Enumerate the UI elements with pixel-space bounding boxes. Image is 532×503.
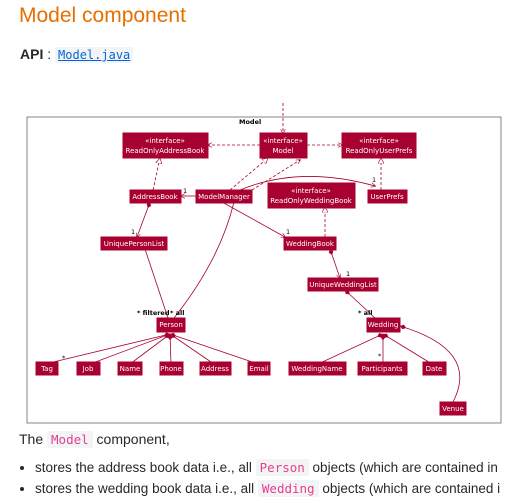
node-participants: Participants (357, 361, 408, 376)
svg-text:«interface»: «interface» (263, 137, 303, 145)
mult-label: * (378, 352, 382, 360)
svg-text:ModelManager: ModelManager (198, 193, 250, 201)
svg-text:Phone: Phone (160, 365, 182, 373)
node-name: Name (117, 361, 143, 376)
svg-text:Participants: Participants (361, 365, 402, 373)
list-item: stores the wedding book data i.e., all W… (35, 480, 532, 497)
diagram-edges (44, 103, 461, 403)
inline-code-model: Model (47, 431, 93, 448)
svg-text:«interface»: «interface» (145, 137, 185, 145)
node-date: Date (422, 361, 447, 376)
mult-label: 1 (372, 176, 376, 184)
list-item: stores the address book data i.e., all P… (35, 459, 532, 476)
svg-text:UniqueWeddingList: UniqueWeddingList (309, 281, 377, 289)
node-address: Address (199, 361, 232, 376)
node-unique-person-list: UniquePersonList (100, 236, 168, 251)
svg-text:ReadOnlyAddressBook: ReadOnlyAddressBook (126, 147, 206, 155)
svg-text:UserPrefs: UserPrefs (370, 193, 404, 201)
svg-text:Name: Name (120, 365, 141, 373)
bullet-list: stores the address book data i.e., all P… (19, 459, 532, 502)
node-user-prefs: UserPrefs (367, 189, 408, 204)
svg-text:Person: Person (159, 321, 183, 329)
mult-label: * (62, 354, 66, 362)
node-person: Person (156, 317, 186, 333)
section-heading: Model component (19, 4, 186, 27)
component-description: The Model component, (19, 431, 170, 448)
svg-text:WeddingName: WeddingName (291, 365, 342, 373)
svg-text:Job: Job (82, 365, 94, 373)
api-separator: : (43, 46, 56, 62)
svg-text:ReadOnlyUserPrefs: ReadOnlyUserPrefs (346, 147, 413, 155)
node-readonly-wedding-book: «interface» ReadOnlyWeddingBook (267, 182, 356, 209)
svg-text:Address: Address (201, 365, 229, 373)
node-job: Job (76, 361, 101, 376)
model-java-link[interactable]: Model.java (55, 47, 134, 63)
node-email: Email (247, 361, 271, 376)
mult-label: * filtered (137, 309, 170, 317)
api-label: API (20, 46, 44, 62)
node-phone: Phone (159, 361, 184, 376)
node-tag: Tag (35, 361, 59, 376)
node-wedding: Wedding (366, 317, 401, 333)
svg-text:ReadOnlyWeddingBook: ReadOnlyWeddingBook (270, 197, 353, 205)
svg-text:Model: Model (272, 147, 293, 155)
node-wedding-name: WeddingName (288, 361, 347, 376)
node-readonly-user-prefs: «interface» ReadOnlyUserPrefs (341, 132, 417, 159)
para-prefix: The (19, 431, 48, 447)
frame-title: Model (239, 118, 261, 126)
mult-label: 1 (131, 228, 135, 236)
mult-label: 1 (346, 270, 350, 278)
svg-text:Date: Date (426, 365, 443, 373)
api-line: API : Model.java (20, 46, 134, 63)
mult-label: 1 (286, 228, 290, 236)
model-class-diagram: Model «interface» ReadOnlyAddressBook (26, 103, 502, 424)
node-venue: Venue (439, 401, 467, 416)
node-model-manager: ModelManager (195, 189, 253, 204)
svg-text:UniquePersonList: UniquePersonList (104, 240, 165, 248)
svg-text:Tag: Tag (40, 365, 53, 373)
inline-code-wedding: Wedding (257, 480, 319, 497)
mult-label: * all (358, 309, 373, 317)
svg-text:Venue: Venue (442, 405, 464, 413)
para-suffix: component, (92, 431, 170, 447)
svg-text:AddressBook: AddressBook (132, 193, 178, 201)
node-readonly-address-book: «interface» ReadOnlyAddressBook (122, 132, 209, 159)
diagram-frame (26, 116, 502, 424)
mult-label: * all (170, 309, 185, 317)
node-unique-wedding-list: UniqueWeddingList (307, 277, 379, 292)
svg-text:«interface»: «interface» (291, 187, 331, 195)
svg-text:Wedding: Wedding (368, 321, 399, 329)
node-wedding-book: WeddingBook (283, 236, 337, 251)
node-model-interface: «interface» Model (259, 132, 308, 159)
node-address-book: AddressBook (129, 189, 182, 204)
svg-text:WeddingBook: WeddingBook (286, 240, 335, 248)
inline-code-person: Person (255, 459, 309, 476)
svg-text:Email: Email (249, 365, 268, 373)
mult-label: 1 (183, 187, 187, 195)
svg-text:«interface»: «interface» (359, 137, 399, 145)
